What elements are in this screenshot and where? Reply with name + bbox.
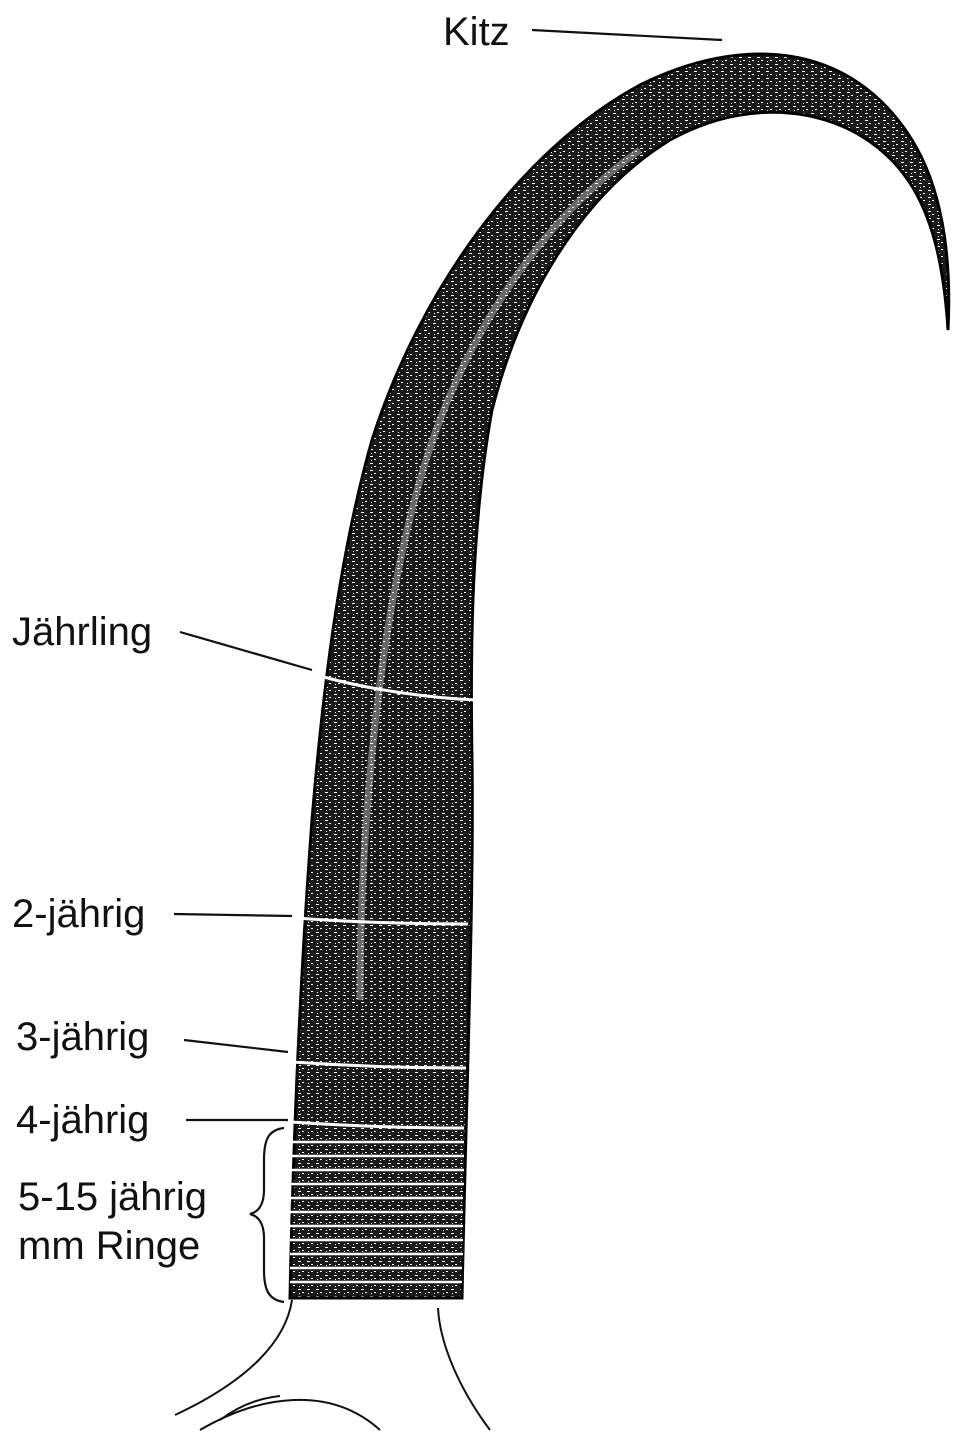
three-year-leader: [184, 1040, 288, 1052]
label-jaehrling: Jährling: [12, 610, 152, 654]
skull-base: [175, 1300, 490, 1430]
label-three-year: 3-jährig: [16, 1015, 149, 1059]
jaehrling-leader: [180, 632, 312, 670]
label-four-year: 4-jährig: [16, 1098, 149, 1142]
label-kitz: Kitz: [443, 10, 510, 54]
label-older-years: 5-15 jährig: [18, 1175, 207, 1219]
two-year-leader: [174, 914, 292, 916]
horn-body: [290, 54, 949, 1298]
age-brace: [250, 1128, 284, 1302]
label-two-year: 2-jährig: [12, 892, 145, 936]
kitz-leader: [532, 30, 722, 40]
label-mm-rings: mm Ringe: [18, 1224, 200, 1268]
